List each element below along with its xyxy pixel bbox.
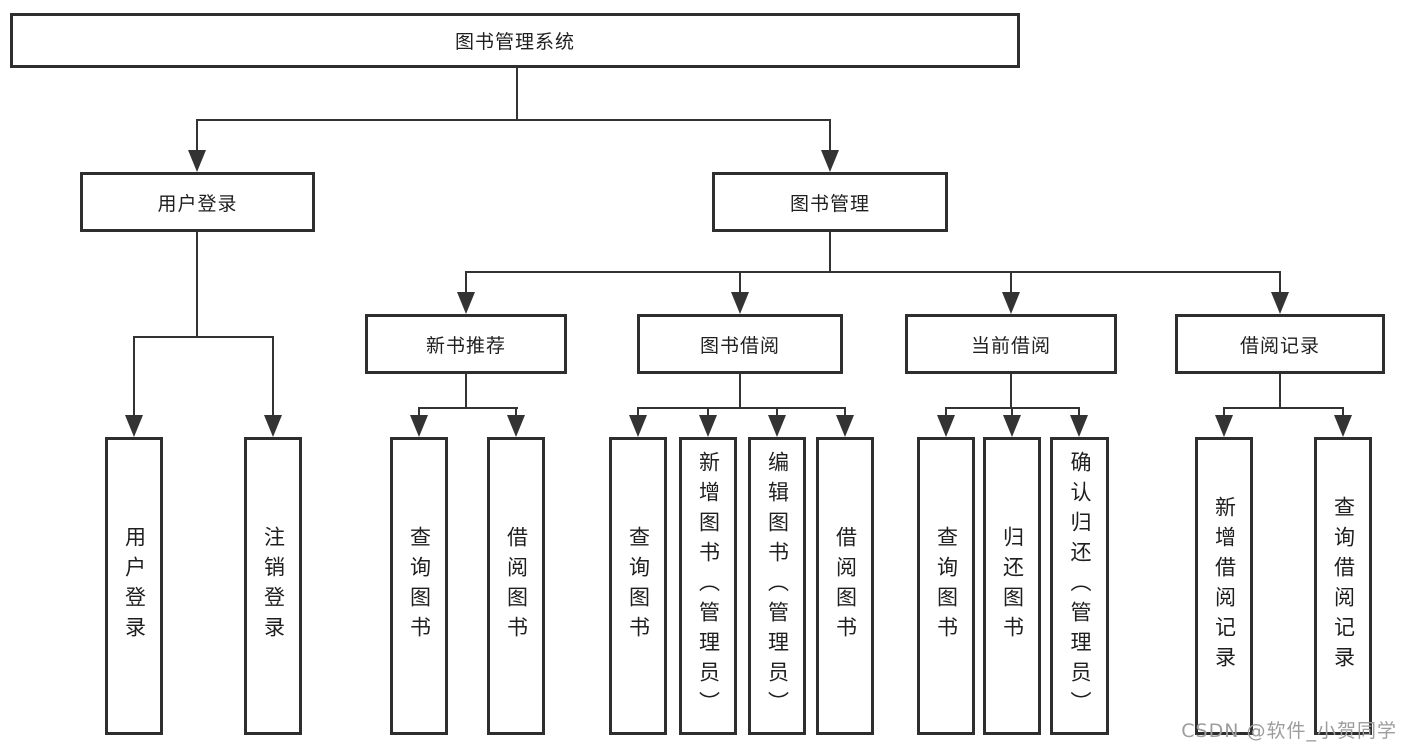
connector-drop-book-mgmt	[829, 119, 831, 150]
node-leaf-br-query: 查询借阅记录	[1314, 437, 1372, 735]
connector-book-mgmt-stem	[829, 232, 831, 271]
node-leaf-bb-query-label: 查询图书	[626, 526, 651, 646]
node-leaf-bb-add: 新增图书（管理员）	[679, 437, 737, 735]
node-user-login: 用户登录	[80, 172, 315, 232]
node-leaf-cb-return-label: 归还图书	[1000, 526, 1025, 646]
node-leaf-cb-query-label: 查询图书	[934, 526, 959, 646]
node-leaf-bb-edit-label: 编辑图书（管理员）	[765, 451, 790, 721]
arrow-down-icon	[1271, 292, 1289, 314]
node-new-book-rec: 新书推荐	[365, 314, 567, 374]
connector-drop-leaf	[707, 407, 709, 415]
connector-book-mgmt-branch	[465, 271, 1281, 273]
arrow-down-icon	[507, 415, 525, 437]
connector-user-login-branch	[133, 336, 274, 338]
node-leaf-bb-query: 查询图书	[609, 437, 667, 735]
arrow-down-icon	[264, 415, 282, 437]
node-leaf-user-login: 用户登录	[105, 437, 163, 735]
connector-drop-leaf	[515, 407, 517, 415]
node-leaf-cb-query: 查询图书	[917, 437, 975, 735]
node-leaf-user-login-label: 用户登录	[122, 526, 147, 646]
node-leaf-br-query-label: 查询借阅记录	[1331, 496, 1356, 676]
node-leaf-br-add-label: 新增借阅记录	[1212, 496, 1237, 676]
connector-new-book-rec-branch	[418, 407, 518, 409]
arrow-down-icon	[821, 150, 839, 172]
arrow-down-icon	[1070, 415, 1088, 437]
watermark-text: CSDN @软件_小贺同学	[1181, 720, 1397, 742]
connector-drop-leaf	[418, 407, 420, 415]
connector-user-login-stem	[196, 232, 198, 336]
node-leaf-logout-label: 注销登录	[261, 526, 286, 646]
node-leaf-bb-edit: 编辑图书（管理员）	[748, 437, 806, 735]
arrow-down-icon	[410, 415, 428, 437]
arrow-down-icon	[731, 292, 749, 314]
node-current-borrow: 当前借阅	[905, 314, 1117, 374]
arrow-down-icon	[125, 415, 143, 437]
arrow-down-icon	[699, 415, 717, 437]
node-leaf-bb-borrow: 借阅图书	[816, 437, 874, 735]
connector-drop-leaf	[776, 407, 778, 415]
node-user-login-label: 用户登录	[157, 192, 238, 215]
connector-current-borrow-stem	[1010, 374, 1012, 407]
node-leaf-br-add: 新增借阅记录	[1195, 437, 1253, 735]
connector-book-borrow-stem	[739, 374, 741, 407]
arrow-down-icon	[1334, 415, 1352, 437]
connector-new-book-rec-stem	[465, 374, 467, 407]
node-book-borrow: 图书借阅	[637, 314, 843, 374]
node-leaf-nb-query-label: 查询图书	[407, 526, 432, 646]
arrow-down-icon	[629, 415, 647, 437]
node-leaf-nb-query: 查询图书	[390, 437, 448, 735]
node-book-borrow-label: 图书借阅	[699, 334, 780, 357]
arrow-down-icon	[836, 415, 854, 437]
arrow-down-icon	[768, 415, 786, 437]
connector-book-borrow-branch	[637, 407, 846, 409]
connector-drop-new-book-rec	[465, 271, 467, 292]
connector-root-stem	[516, 68, 518, 119]
node-leaf-nb-borrow-label: 借阅图书	[504, 526, 529, 646]
connector-drop-book-borrow	[739, 271, 741, 292]
connector-drop-leaf	[844, 407, 846, 415]
node-root-label: 图书管理系统	[454, 31, 575, 53]
node-leaf-bb-add-label: 新增图书（管理员）	[696, 451, 721, 721]
arrow-down-icon	[1002, 292, 1020, 314]
connector-drop-leaf	[945, 407, 947, 415]
node-leaf-cb-confirm: 确认归还（管理员）	[1050, 437, 1109, 735]
connector-drop-borrow-record	[1279, 271, 1281, 292]
connector-drop-current-borrow	[1010, 271, 1012, 292]
arrow-down-icon	[188, 150, 206, 172]
connector-root-branch	[196, 119, 831, 121]
node-book-mgmt: 图书管理	[712, 172, 948, 232]
connector-drop-leaf	[1078, 407, 1080, 415]
node-leaf-logout: 注销登录	[244, 437, 302, 735]
node-root: 图书管理系统	[10, 13, 1020, 68]
node-borrow-record: 借阅记录	[1175, 314, 1385, 374]
node-leaf-cb-return: 归还图书	[983, 437, 1041, 735]
node-book-mgmt-label: 图书管理	[789, 192, 870, 215]
node-new-book-rec-label: 新书推荐	[425, 334, 506, 357]
node-leaf-nb-borrow: 借阅图书	[487, 437, 545, 735]
connector-drop-leaf	[637, 407, 639, 415]
connector-borrow-record-branch	[1223, 407, 1344, 409]
connector-drop-leaf-user-login	[133, 336, 135, 415]
arrow-down-icon	[937, 415, 955, 437]
node-current-borrow-label: 当前借阅	[970, 334, 1051, 357]
node-borrow-record-label: 借阅记录	[1239, 334, 1320, 357]
connector-drop-leaf	[1011, 407, 1013, 415]
connector-borrow-record-stem	[1279, 374, 1281, 407]
arrow-down-icon	[1215, 415, 1233, 437]
arrow-down-icon	[1003, 415, 1021, 437]
arrow-down-icon	[457, 292, 475, 314]
connector-drop-user-login	[196, 119, 198, 150]
connector-drop-leaf-logout	[272, 336, 274, 415]
connector-drop-leaf	[1342, 407, 1344, 415]
node-leaf-cb-confirm-label: 确认归还（管理员）	[1068, 451, 1093, 721]
node-leaf-bb-borrow-label: 借阅图书	[833, 526, 858, 646]
connector-drop-leaf	[1223, 407, 1225, 415]
